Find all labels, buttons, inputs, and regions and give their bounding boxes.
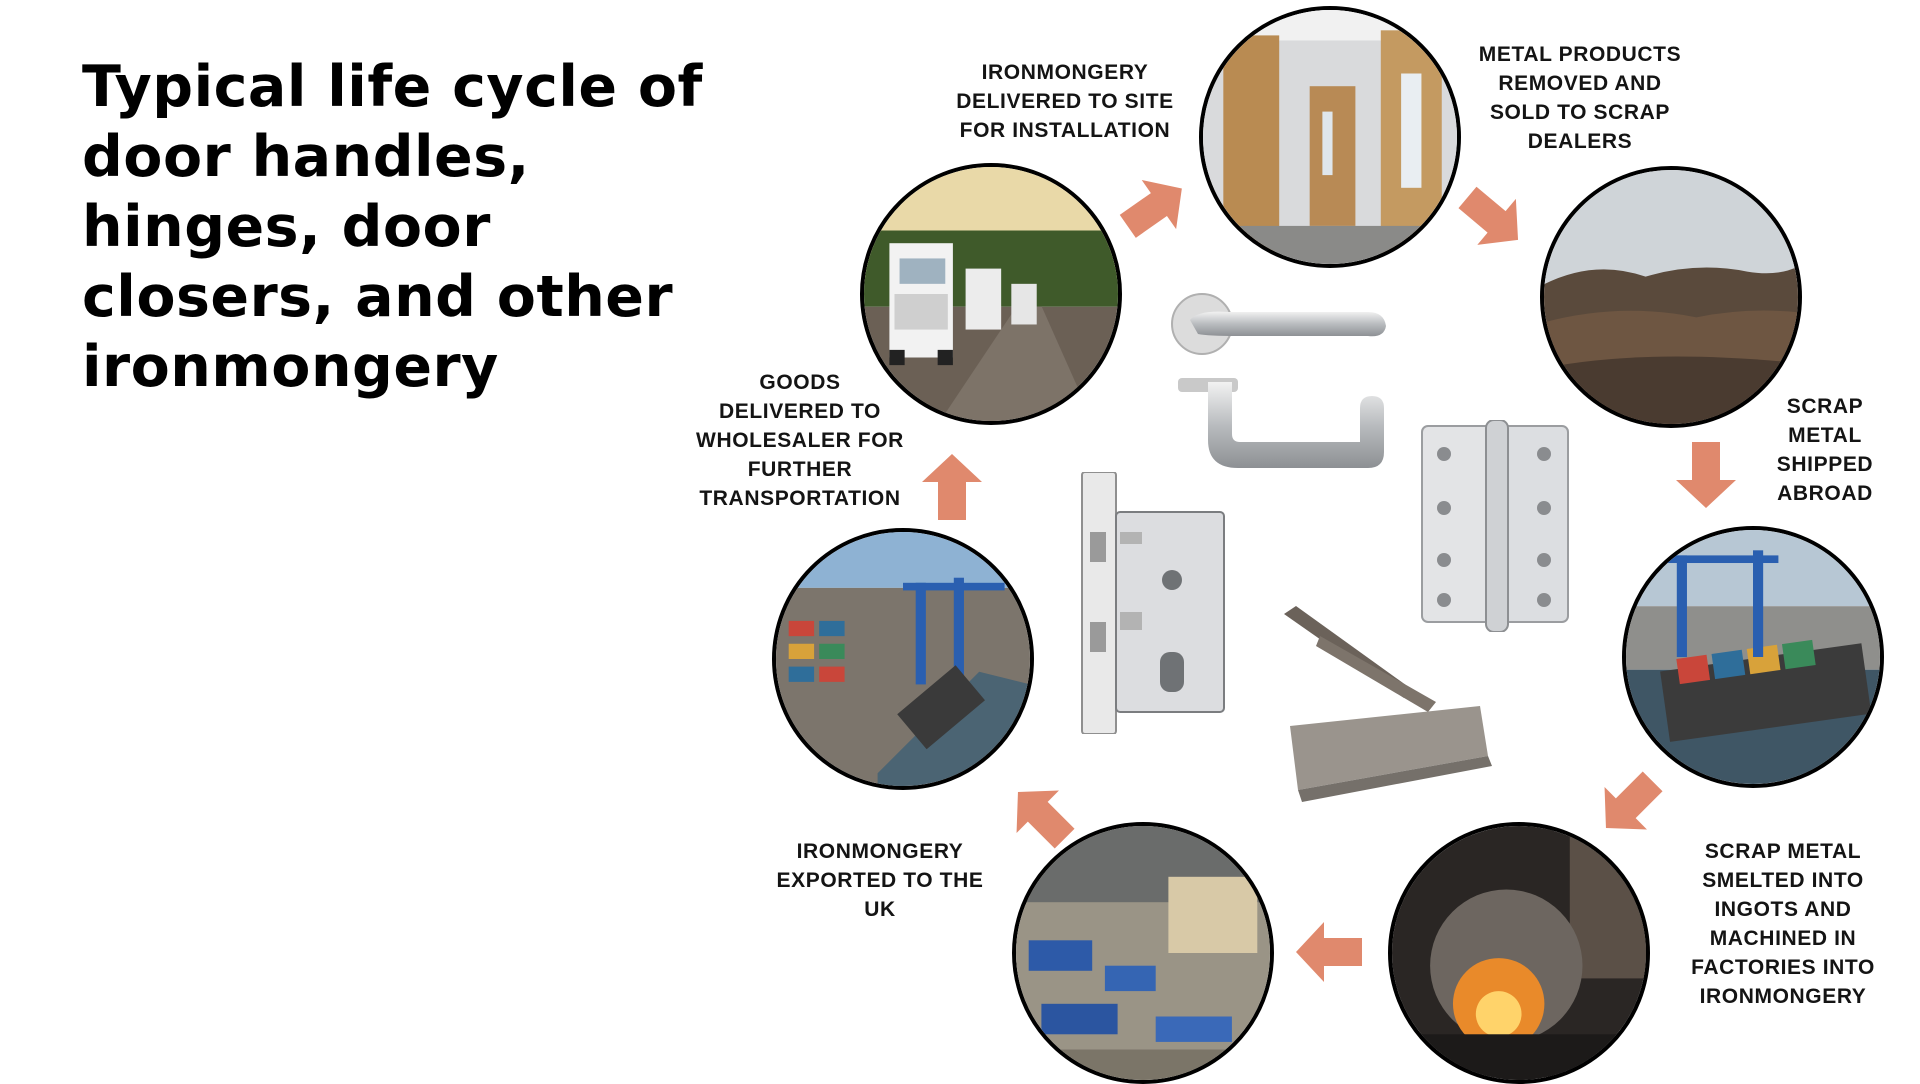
title-line: ironmongery xyxy=(82,334,499,400)
title-line: Typical life cycle of xyxy=(82,54,703,120)
title-line: closers, and other xyxy=(82,264,674,330)
container-port-photo xyxy=(772,528,1034,790)
scrap-heap-photo xyxy=(1540,166,1802,428)
furnace-photo xyxy=(1388,822,1650,1084)
trucks-photo xyxy=(860,163,1122,425)
stage-label-wholesaler: GOODS DELIVERED TO WHOLESALER FOR FURTHE… xyxy=(696,371,904,510)
stage-label-scrap-dealers: METAL PRODUCTS REMOVED AND SOLD TO SCRAP… xyxy=(1478,43,1682,153)
door-closer-icon xyxy=(1280,606,1498,802)
title-line: door handles, xyxy=(82,124,530,190)
stage-label-site-installation: IRONMONGERY DELIVERED TO SITE FOR INSTAL… xyxy=(956,61,1174,142)
hinge-icon xyxy=(1420,420,1570,632)
page-title: Typical life cycle of door handles, hing… xyxy=(82,52,762,402)
flow-arrow-icon xyxy=(1590,764,1670,844)
flow-arrow-icon xyxy=(912,448,992,528)
container-ship-photo xyxy=(1622,526,1884,788)
flow-arrow-icon xyxy=(1290,912,1370,992)
stage-label-smelted: SCRAP METAL SMELTED INTO INGOTS AND MACH… xyxy=(1691,840,1875,1008)
mortice-lock-icon xyxy=(1072,472,1232,734)
stage-label-exported-uk: IRONMONGERY EXPORTED TO THE UK xyxy=(776,840,984,921)
door-interior-photo xyxy=(1199,6,1461,268)
flow-arrow-icon xyxy=(1452,178,1532,258)
lever-handle-icon xyxy=(1168,290,1408,490)
flow-arrow-icon xyxy=(1666,434,1746,514)
factory-floor-photo xyxy=(1012,822,1274,1084)
stage-label-shipped-abroad: SCRAP METAL SHIPPED ABROAD xyxy=(1776,395,1874,505)
title-line: hinges, door xyxy=(82,194,491,260)
flow-arrow-icon xyxy=(1114,168,1194,248)
flow-arrow-icon xyxy=(1002,776,1082,856)
